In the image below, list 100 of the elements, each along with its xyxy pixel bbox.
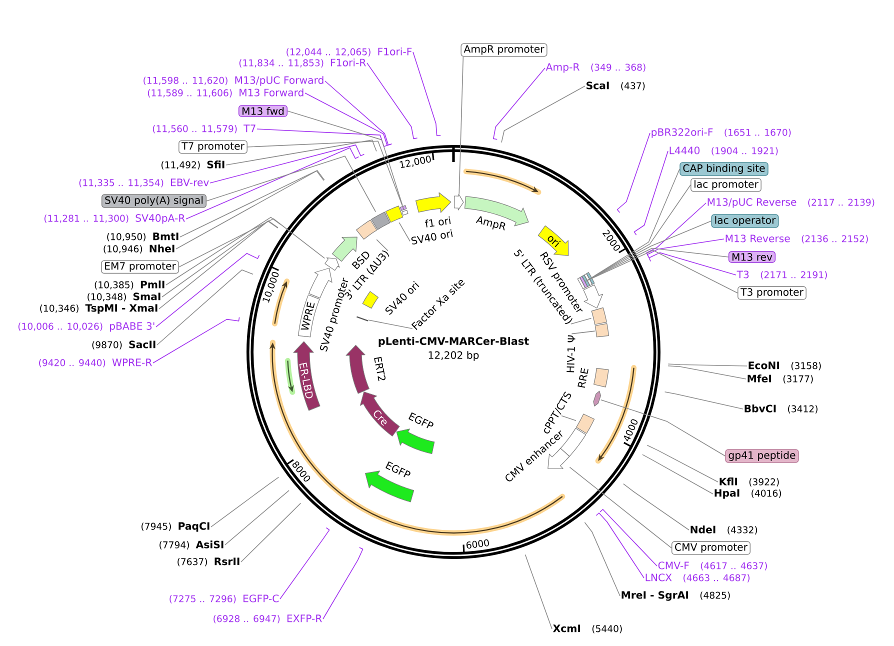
feature-segment <box>324 258 340 271</box>
leader-line <box>412 52 442 136</box>
primer-label: LNCX (4663 .. 4687) <box>646 574 750 582</box>
primer-label: (9420 .. 9440) WPRE-R <box>39 358 152 368</box>
leader-line <box>458 56 464 194</box>
feature-tag: AmpR promoter <box>460 43 548 57</box>
leader-line <box>570 318 592 324</box>
primer-label: (11,560 .. 11,579) T7 <box>152 124 256 134</box>
feature-tag: M13 fwd <box>238 105 288 117</box>
scale-label: 4000 <box>624 419 638 442</box>
feature-tag: lac operator <box>711 214 779 228</box>
leader-line <box>524 554 552 630</box>
primer-label: (11,335 .. 11,354) EBV-rev <box>79 178 209 188</box>
leader-line <box>158 220 278 310</box>
primer-label: (7275 .. 7296) EGFP-C <box>170 594 279 604</box>
feature-tag: T3 promoter <box>738 286 806 300</box>
primer-label: pBR322ori-F (1651 .. 1670) <box>652 128 791 138</box>
primer-label: L4440 (1904 .. 1921) <box>670 146 778 156</box>
leader-line <box>616 132 650 213</box>
feature-tag: CMV promoter <box>671 541 751 555</box>
site-label: MreI - SgrAI (4825) <box>622 591 730 601</box>
plasmid-length: 12,202 bp <box>428 351 479 361</box>
primer-label: M13/pUC Reverse (2117 .. 2139) <box>708 198 874 208</box>
feature-box <box>371 212 390 230</box>
leader-line <box>156 270 254 346</box>
leader-line <box>493 68 546 140</box>
node-label: EGFP <box>408 412 434 428</box>
site-label: HpaI (4016) <box>714 489 782 499</box>
plasmid-name: pLenti-CMV-MARCer-Blast <box>378 336 529 347</box>
site-label: (7794) AsiSI <box>160 540 224 550</box>
leader-line <box>287 110 403 206</box>
feature-tag: lac promoter <box>690 178 762 192</box>
feature-box <box>594 323 609 338</box>
primer-label: (10,006 .. 10,026) pBABE 3' <box>18 322 154 332</box>
leader-line <box>668 364 748 366</box>
leader-line <box>376 239 388 252</box>
leader-line <box>646 202 706 257</box>
leader-line <box>210 144 365 184</box>
site-label: (7637) RsrII <box>178 558 240 566</box>
primer-label: CMV-F (4617 .. 4637) <box>658 562 767 570</box>
feature-box: RRE <box>578 368 609 388</box>
leader-line <box>206 156 376 212</box>
primer-label: (11,281 .. 11,300) SV40pA-R <box>44 214 185 224</box>
leader-line <box>240 502 302 562</box>
leader-line <box>596 512 644 578</box>
leader-line <box>600 399 726 456</box>
leader-line <box>162 220 278 298</box>
leader-line <box>398 222 410 242</box>
site-label: (10,946) NheI <box>104 244 174 254</box>
leader-line <box>569 466 672 548</box>
leader-line <box>156 253 260 328</box>
leader-line <box>561 415 576 421</box>
site-label: (7945) PaqCI <box>142 522 210 532</box>
primer-label: (12,044 .. 12,065) F1ori-F <box>286 48 412 56</box>
feature-stripe <box>402 210 408 216</box>
node-label: ERT2 <box>374 356 386 382</box>
feature-box <box>385 206 404 223</box>
leader-line <box>247 140 404 210</box>
leader-line <box>571 330 596 334</box>
feature-segment: Cre <box>360 392 400 436</box>
leader-line <box>186 147 360 220</box>
primer-label: Amp-R (349 .. 368) <box>546 63 646 73</box>
leader-line <box>152 316 240 364</box>
scale-label: 12,000 <box>400 156 431 168</box>
leader-line <box>501 86 586 143</box>
site-label: (10,346) TspMI - XmaI <box>40 304 158 314</box>
scale-label: 6000 <box>466 539 489 549</box>
feature-box <box>591 307 607 325</box>
feature-segment: AmpR <box>464 196 529 230</box>
leader-line <box>280 527 330 600</box>
leader-line <box>324 80 392 146</box>
leader-line <box>646 444 718 482</box>
leader-line <box>166 216 281 286</box>
leader-line <box>210 476 280 528</box>
leader-line <box>646 238 724 258</box>
leader-line <box>366 62 418 140</box>
feature-label: HIV-1 Ψ <box>566 335 576 372</box>
leader-line <box>642 454 714 494</box>
leader-line <box>368 320 413 330</box>
leader-line <box>668 365 746 380</box>
leader-line <box>623 483 690 530</box>
site-label: MfeI (3177) <box>748 374 813 384</box>
leader-line <box>600 508 658 566</box>
leader-line <box>584 250 738 294</box>
primer-label: (11,834 .. 11,853) F1ori-R <box>239 58 366 68</box>
feature-mark <box>356 316 368 322</box>
feature-segment: f1 ori <box>415 192 452 228</box>
leader-line <box>178 218 326 268</box>
site-label: BbvCI (3412) <box>744 404 818 414</box>
leader-line <box>180 170 325 238</box>
site-label: NdeI (4332) <box>690 526 758 534</box>
leader-line <box>587 248 729 280</box>
feature-mark <box>593 390 601 406</box>
node-label: RRE <box>578 368 588 388</box>
node-label: f1 ori <box>424 216 451 228</box>
leader-line <box>648 252 736 276</box>
leader-line <box>634 150 668 236</box>
primer-label: (11,598 .. 11,620) M13/pUC Forward <box>144 76 324 86</box>
leader-line <box>592 184 691 278</box>
site-label: ScaI (437) <box>586 82 645 90</box>
